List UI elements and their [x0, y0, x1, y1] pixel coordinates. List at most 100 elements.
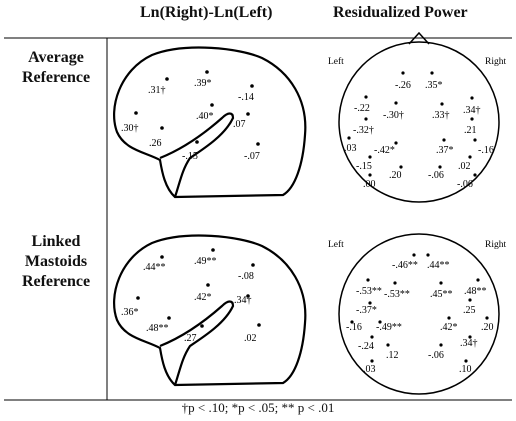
- electrode-value: .02: [458, 161, 471, 172]
- electrode-dot: [426, 253, 430, 257]
- electrode-value: .48**: [464, 286, 487, 297]
- electrode-value: .49**: [194, 256, 217, 267]
- left-side-label: Left: [328, 56, 344, 67]
- electrode-value: -.22: [354, 103, 370, 114]
- electrode-dot: [430, 71, 434, 75]
- electrode-dot: [246, 112, 250, 116]
- row-label-average-reference: Average Reference: [8, 48, 104, 88]
- electrode-dot: [412, 253, 416, 257]
- electrode-dot: [394, 101, 398, 105]
- electrode-dot: [470, 117, 474, 121]
- brain-electrodes-average: .31† .39* -.14 .40* .07 .30† .26 -.15 -.…: [121, 70, 260, 162]
- electrode-value: -.14: [238, 92, 254, 103]
- electrode-value: .00: [363, 179, 376, 190]
- electrode-value: .39*: [194, 78, 212, 89]
- electrode-dot: [438, 165, 442, 169]
- electrode-value: .20: [389, 170, 402, 181]
- electrode-dot: [160, 255, 164, 259]
- head-electrodes-average: -.26 .35* -.22 -.30† .33† .34† -.32† .21…: [344, 71, 494, 190]
- electrode-value: .21: [464, 125, 477, 136]
- electrode-dot: [160, 126, 164, 130]
- electrode-value: -.26: [395, 80, 411, 91]
- row-label-line: Average: [28, 49, 84, 66]
- brain-sulcus-linked: [159, 300, 235, 386]
- electrode-value: -.15: [356, 161, 372, 172]
- electrode-value: .20: [481, 322, 494, 333]
- electrode-dot: [167, 316, 171, 320]
- electrode-dot: [370, 359, 374, 363]
- electrode-dot: [394, 141, 398, 145]
- electrode-dot: [468, 335, 472, 339]
- electrode-dot: [473, 138, 477, 142]
- electrode-value: .44**: [427, 260, 450, 271]
- electrode-value: -.06: [457, 179, 473, 190]
- electrode-dot: [246, 294, 250, 298]
- electrode-dot: [485, 316, 489, 320]
- electrode-value: .34†: [460, 338, 478, 349]
- electrode-value: -.06: [428, 350, 444, 361]
- electrode-dot: [350, 320, 354, 324]
- electrode-dot: [165, 77, 169, 81]
- brain-electrodes-linked: .44** .49** -.08 .42* .34† .36* .48** .2…: [121, 248, 261, 344]
- electrode-dot: [134, 111, 138, 115]
- electrode-dot: [366, 278, 370, 282]
- electrode-value: -.07: [244, 151, 260, 162]
- electrode-value: -.06: [428, 170, 444, 181]
- electrode-value: -.53**: [384, 289, 410, 300]
- electrode-value: -.49**: [376, 322, 402, 333]
- right-side-label: Right: [485, 240, 506, 250]
- electrode-value: .12: [386, 350, 399, 361]
- electrode-dot: [257, 323, 261, 327]
- electrode-value: .26: [149, 138, 162, 149]
- row-label-linked-mastoids: Linked Mastoids Reference: [8, 232, 104, 292]
- nose-marker-average: [408, 31, 430, 45]
- head-electrodes-linked: -.46** .44** -.53** -.53** .45** .48** -…: [346, 253, 494, 375]
- electrode-value: .37*: [436, 145, 454, 156]
- electrode-value: .45**: [430, 289, 453, 300]
- electrode-value: .35*: [425, 80, 443, 91]
- electrode-value: .25: [463, 305, 476, 316]
- electrode-value: -.30†: [383, 110, 404, 121]
- significance-footnote: †p < .10; *p < .05; ** p < .01: [181, 400, 335, 415]
- electrode-dot: [401, 71, 405, 75]
- electrode-dot: [440, 102, 444, 106]
- electrode-dot: [468, 155, 472, 159]
- electrode-dot: [368, 173, 372, 177]
- right-side-label: Right: [485, 57, 506, 67]
- electrode-value: .40*: [196, 111, 214, 122]
- electrode-value: .03: [363, 364, 376, 375]
- electrode-value: .07: [233, 119, 246, 130]
- electrode-dot: [393, 281, 397, 285]
- electrode-value: .44**: [143, 262, 166, 273]
- electrode-dot: [195, 140, 199, 144]
- row-label-line: Reference: [21, 69, 91, 86]
- head-outline-average: [338, 41, 500, 203]
- electrode-dot: [251, 263, 255, 267]
- electrode-value: .33†: [432, 110, 450, 121]
- col-header-ln-ratio: Ln(Right)-Ln(Left): [140, 4, 273, 21]
- electrode-value: -.37*: [356, 305, 377, 316]
- electrode-value: -.16: [478, 145, 494, 156]
- electrode-value: -.15: [182, 151, 198, 162]
- electrode-value: .31†: [148, 85, 166, 96]
- electrode-value: .27: [184, 333, 197, 344]
- row-label-line: Reference: [21, 273, 91, 290]
- electrode-dot: [136, 296, 140, 300]
- brain-outline-average: [113, 46, 307, 199]
- electrode-value: .03: [344, 143, 357, 154]
- electrode-value: -.08: [238, 271, 254, 282]
- electrode-value: .48**: [146, 323, 169, 334]
- head-outline-linked: [338, 233, 500, 395]
- electrode-value: .30†: [121, 123, 139, 134]
- electrode-value: -.53**: [356, 286, 382, 297]
- electrode-value: .34†: [463, 105, 481, 116]
- electrode-dot: [211, 248, 215, 252]
- brain-outline-linked: [113, 234, 307, 387]
- electrode-dot: [205, 70, 209, 74]
- electrode-dot: [386, 343, 390, 347]
- electrode-dot: [464, 359, 468, 363]
- electrode-value: .42*: [194, 292, 212, 303]
- electrode-dot: [439, 343, 443, 347]
- row-label-line: Mastoids: [24, 253, 88, 270]
